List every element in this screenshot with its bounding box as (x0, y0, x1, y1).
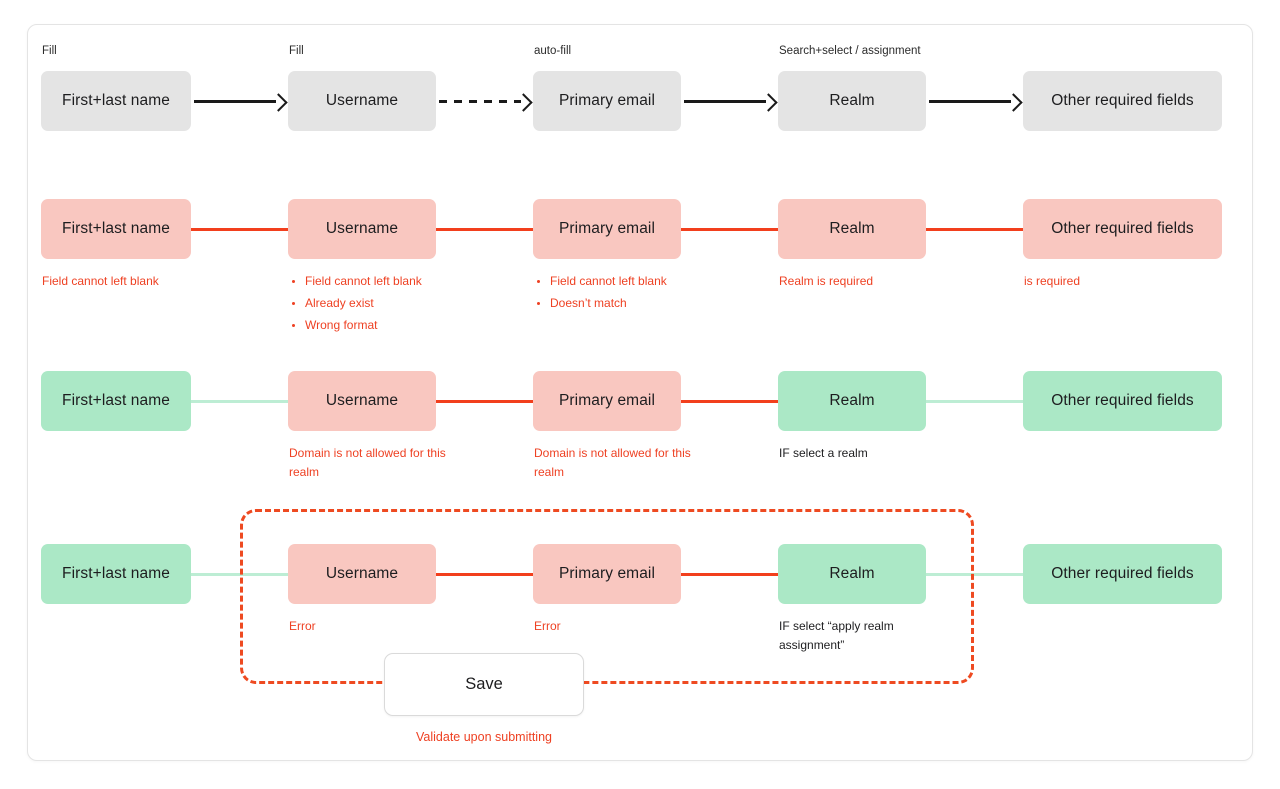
step-annotation: Fill (289, 45, 304, 57)
connector-ok-line (926, 371, 1023, 431)
connector-solid-arrow (191, 71, 288, 131)
flow-diagram-canvas: Fill First+last name Fill Username auto-… (27, 24, 1253, 761)
step-annotation: Fill (42, 45, 57, 57)
validation-note: Error (534, 619, 561, 633)
connector-error-line (681, 544, 778, 604)
box-primary-email: Primary email (533, 544, 681, 604)
validation-note: Field cannot left blank (550, 272, 718, 291)
validation-note: Wrong format (305, 316, 473, 335)
box-first-last-name: First+last name (41, 544, 191, 604)
box-first-last-name: First+last name (41, 71, 191, 131)
validation-note: Doesn’t match (550, 294, 718, 313)
validation-note: Domain is not allowed for this realm (534, 446, 691, 480)
connector-error-line (436, 199, 533, 259)
box-realm: Realm (778, 371, 926, 431)
flow-row-fill: Fill First+last name Fill Username auto-… (41, 45, 1222, 131)
cell-first-last-name: Fill First+last name (41, 45, 191, 131)
validation-note: Field cannot left blank (42, 274, 159, 288)
flow-row-realm-assignment: First+last name Username Error Primary e… (41, 544, 1222, 652)
box-other-required-fields: Other required fields (1023, 544, 1222, 604)
cell-username: Username Domain is not allowed for this … (288, 371, 446, 479)
box-username: Username (288, 544, 436, 604)
validation-note: Domain is not allowed for this realm (289, 446, 446, 480)
box-realm: Realm (778, 544, 926, 604)
step-annotation: auto-fill (534, 45, 572, 57)
box-realm: Realm (778, 199, 926, 259)
connector-solid-arrow (681, 71, 778, 131)
box-other-required-fields: Other required fields (1023, 371, 1222, 431)
box-primary-email: Primary email (533, 371, 681, 431)
connector-error-line (926, 199, 1023, 259)
cell-realm: Realm IF select “apply realm assignment” (778, 544, 926, 652)
save-button[interactable]: Save (384, 653, 584, 716)
cell-realm: Realm IF select a realm (778, 371, 926, 460)
cell-other-required-fields: Other required fields (1023, 71, 1222, 131)
box-username: Username (288, 371, 436, 431)
cell-realm: Realm Realm is required (778, 199, 926, 288)
cell-primary-email: Primary email Error (533, 544, 681, 633)
box-first-last-name: First+last name (41, 371, 191, 431)
connector-error-line (191, 199, 288, 259)
cell-other-required-fields: Other required fields (1023, 544, 1222, 604)
validation-note: Error (289, 619, 316, 633)
condition-note: IF select a realm (779, 446, 868, 460)
cell-primary-email: auto-fill Primary email (533, 45, 681, 131)
connector-dashed-arrow (436, 71, 533, 131)
validation-note: is required (1024, 274, 1081, 288)
cell-primary-email: Primary email Field cannot left blank Do… (533, 199, 681, 310)
cell-first-last-name: First+last name (41, 544, 191, 604)
flow-row-domain-errors: First+last name Username Domain is not a… (41, 371, 1222, 479)
box-realm: Realm (778, 71, 926, 131)
save-note: Validate upon submitting (416, 730, 552, 744)
connector-ok-line (191, 544, 288, 604)
box-username: Username (288, 71, 436, 131)
cell-first-last-name: First+last name Field cannot left blank (41, 199, 191, 288)
cell-other-required-fields: Other required fields (1023, 371, 1222, 431)
connector-error-line (436, 371, 533, 431)
cell-first-last-name: First+last name (41, 371, 191, 431)
box-username: Username (288, 199, 436, 259)
cell-username: Username Field cannot left blank Already… (288, 199, 436, 332)
connector-error-line (681, 199, 778, 259)
connector-error-line (681, 371, 778, 431)
cell-realm: Search+select / assignment Realm (778, 45, 926, 131)
step-annotation: Search+select / assignment (779, 45, 921, 57)
validation-note-list: Field cannot left blank Already exist Wr… (289, 272, 473, 339)
flow-row-blank-errors: First+last name Field cannot left blank … (41, 199, 1222, 332)
box-other-required-fields: Other required fields (1023, 199, 1222, 259)
connector-solid-arrow (926, 71, 1023, 131)
box-other-required-fields: Other required fields (1023, 71, 1222, 131)
validation-note: Field cannot left blank (305, 272, 473, 291)
cell-username: Fill Username (288, 45, 436, 131)
validation-note: Already exist (305, 294, 473, 313)
connector-ok-line (926, 544, 1023, 604)
connector-error-line (436, 544, 533, 604)
cell-other-required-fields: Other required fields is required (1023, 199, 1222, 288)
validation-note: Realm is required (779, 274, 874, 288)
box-primary-email: Primary email (533, 71, 681, 131)
box-first-last-name: First+last name (41, 199, 191, 259)
connector-ok-line (191, 371, 288, 431)
validation-note-list: Field cannot left blank Doesn’t match (534, 272, 718, 316)
box-primary-email: Primary email (533, 199, 681, 259)
cell-username: Username Error (288, 544, 436, 633)
cell-primary-email: Primary email Domain is not allowed for … (533, 371, 691, 479)
condition-note: IF select “apply realm assignment” (779, 619, 894, 653)
